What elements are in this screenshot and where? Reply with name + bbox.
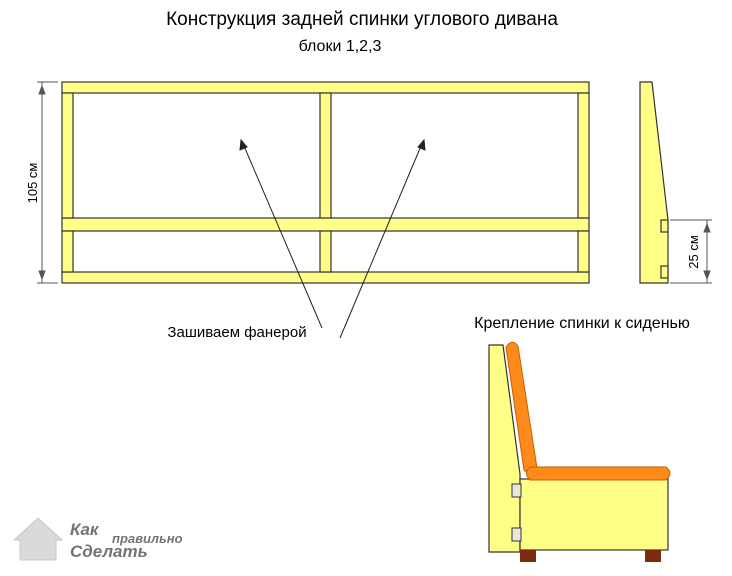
frame-center-post (319, 92, 332, 219)
depth-label: 25 см (686, 235, 701, 269)
bracket-lower (511, 527, 522, 542)
frame-top-rail (61, 81, 590, 94)
seat-cushion (526, 466, 671, 481)
watermark-line3: Сделать (70, 542, 148, 561)
watermark-line2: правильно (112, 531, 183, 546)
frame-middle-rail (61, 217, 590, 232)
plywood-label: Зашиваем фанерой (167, 324, 306, 341)
side-profile (639, 81, 669, 284)
height-label: 105 см (25, 163, 40, 204)
depth-dimension (670, 219, 712, 284)
seat-assembly (488, 341, 671, 562)
backrest-frame (61, 81, 590, 284)
leg-right (645, 550, 661, 562)
leg-left (520, 550, 536, 562)
frame-left-post-lower (61, 230, 74, 273)
plywood-pointers (239, 138, 426, 339)
frame-left-post (61, 92, 74, 219)
watermark: Как правильно Сделать (12, 517, 183, 561)
height-dimension (37, 81, 58, 284)
diagram-title: Конструкция задней спинки углового диван… (166, 9, 558, 30)
frame-right-post-lower (577, 230, 590, 273)
side-profile-board (639, 81, 669, 284)
frame-bottom-rail (61, 271, 590, 284)
bracket-upper (511, 483, 522, 498)
side-profile-notch-top (660, 219, 669, 233)
diagram-subtitle: блоки 1,2,3 (299, 38, 382, 55)
watermark-line1: Как (70, 520, 100, 539)
mount-title: Крепление спинки к сиденью (474, 315, 690, 332)
frame-center-post-lower (319, 230, 332, 273)
side-profile-notch-bottom (660, 265, 669, 279)
frame-right-post (577, 92, 590, 219)
seat-box (519, 478, 669, 551)
watermark-house-icon (12, 517, 64, 561)
